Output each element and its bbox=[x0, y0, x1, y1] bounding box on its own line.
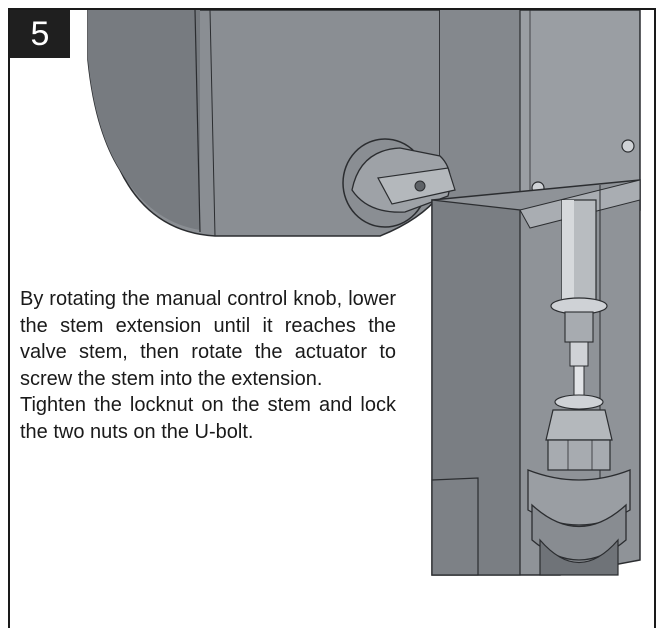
stem-extension bbox=[550, 199, 608, 367]
u-bolt-bonnet bbox=[527, 469, 631, 576]
manual-control-knob bbox=[342, 138, 456, 228]
instruction-paragraph-1: By rotating the manual control knob, low… bbox=[20, 288, 396, 390]
page-frame bbox=[8, 8, 656, 628]
valve-stem-locknut bbox=[545, 365, 613, 471]
instructions-text: By rotating the manual control knob, low… bbox=[20, 286, 396, 445]
instruction-paragraph-2: Tighten the locknut on the stem and lock… bbox=[20, 394, 396, 443]
step-number-badge: 5 bbox=[10, 10, 70, 58]
actuator-housing-shade bbox=[88, 10, 200, 230]
actuator-illustration bbox=[87, 10, 641, 576]
base-plate bbox=[431, 477, 479, 576]
